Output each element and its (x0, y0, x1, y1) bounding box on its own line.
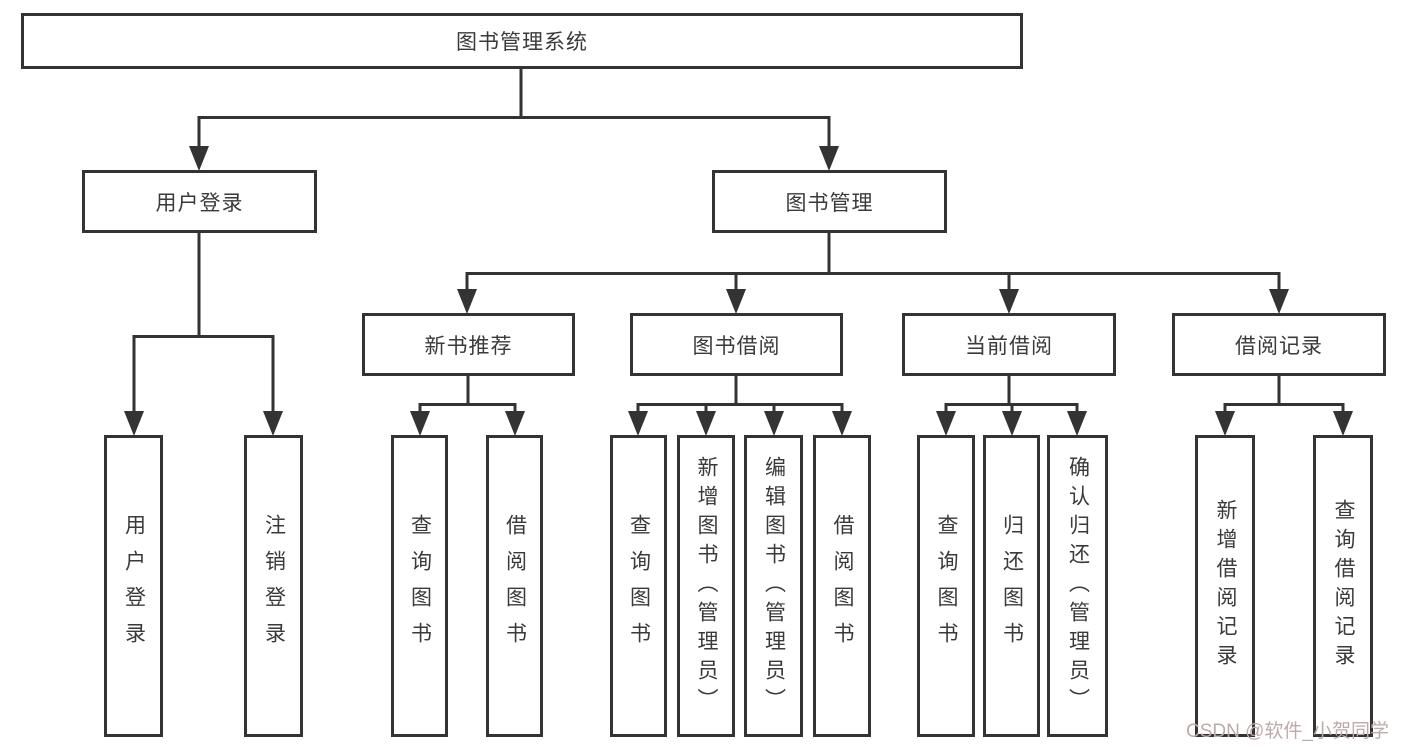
node-new-book-recommend: 新书推荐 (362, 313, 575, 376)
node-book-borrow-label: 图书借阅 (692, 334, 781, 358)
leaf-bb-add-books-admin: 新增图书（管理员） (677, 435, 735, 737)
leaf-br-query-record: 查询借阅记录 (1313, 435, 1373, 737)
leaf-rec-borrow-books: 借阅图书 (486, 435, 543, 737)
leaf-bb-edit-books-admin-label: 编辑图书（管理员） (762, 455, 786, 717)
leaf-bb-add-books-admin-label: 新增图书（管理员） (695, 455, 718, 717)
leaf-cb-query-books: 查询图书 (917, 435, 975, 737)
leaf-cb-return-books: 归还图书 (983, 435, 1040, 737)
leaf-rec-query-books: 查询图书 (391, 435, 448, 737)
node-current-borrow-label: 当前借阅 (965, 334, 1053, 358)
leaf-cb-return-books-label: 归还图书 (1000, 514, 1024, 658)
arrowhead-group (124, 146, 1353, 436)
leaf-br-add-record-label: 新增借阅记录 (1214, 499, 1237, 673)
leaf-br-query-record-label: 查询借阅记录 (1332, 499, 1355, 673)
node-borrow-records-label: 借阅记录 (1235, 334, 1323, 358)
watermark: CSDN @软件_小贺同学 (1186, 721, 1389, 742)
leaf-cb-query-books-label: 查询图书 (935, 514, 958, 658)
leaf-logout-login-label: 注销登录 (262, 514, 286, 658)
leaf-bb-query-books-label: 查询图书 (627, 514, 651, 658)
leaf-bb-query-books: 查询图书 (610, 435, 667, 737)
node-book-borrow: 图书借阅 (630, 313, 843, 376)
leaf-user-login-label: 用户登录 (122, 514, 146, 658)
leaf-user-login: 用户登录 (104, 435, 163, 737)
leaf-cb-confirm-return-admin-label: 确认归还（管理员） (1066, 455, 1090, 717)
leaf-rec-borrow-books-label: 借阅图书 (503, 514, 527, 658)
leaf-bb-borrow-books-label: 借阅图书 (831, 514, 854, 658)
node-new-book-recommend-label: 新书推荐 (424, 334, 513, 358)
leaf-logout-login: 注销登录 (244, 435, 303, 737)
leaf-bb-borrow-books: 借阅图书 (813, 435, 871, 737)
leaf-br-add-record: 新增借阅记录 (1195, 435, 1255, 737)
leaf-rec-query-books-label: 查询图书 (408, 514, 432, 658)
node-root-label: 图书管理系统 (456, 31, 588, 54)
node-current-borrow: 当前借阅 (902, 313, 1116, 376)
node-borrow-records: 借阅记录 (1172, 313, 1386, 376)
node-root: 图书管理系统 (21, 13, 1023, 69)
node-user-login-label: 用户登录 (155, 191, 244, 215)
leaf-bb-edit-books-admin: 编辑图书（管理员） (744, 435, 803, 737)
node-user-login: 用户登录 (82, 170, 317, 233)
leaf-cb-confirm-return-admin: 确认归还（管理员） (1047, 435, 1108, 737)
node-book-management-label: 图书管理 (785, 191, 874, 215)
node-book-management: 图书管理 (712, 170, 947, 233)
